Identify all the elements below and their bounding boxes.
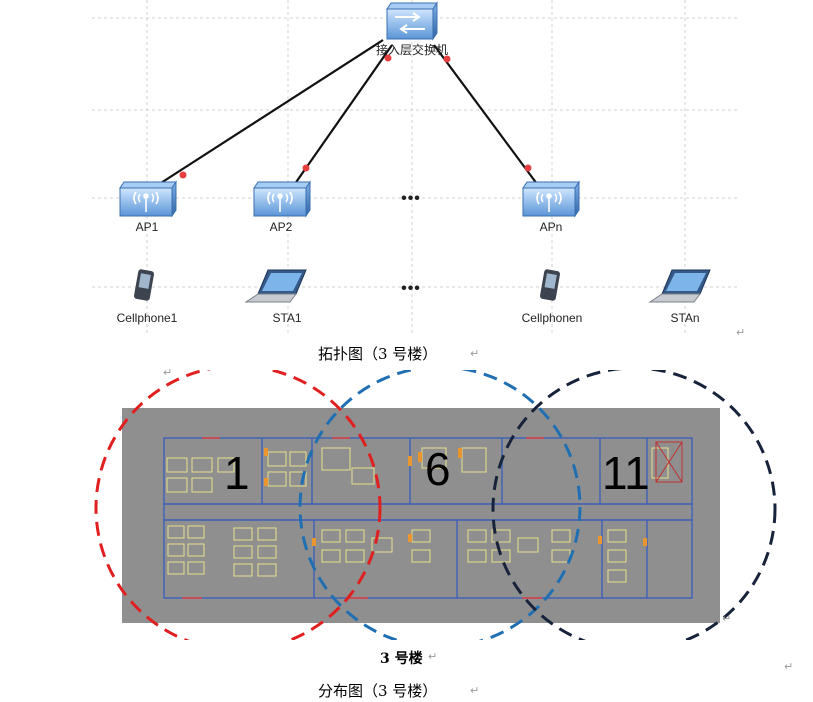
- para-mark: ↵: [736, 326, 746, 339]
- link-apn: [433, 44, 541, 189]
- client-cellphonen-label: Cellphonen: [521, 311, 583, 325]
- para-mark: ↵: [163, 366, 173, 379]
- ap2-label: AP2: [269, 220, 293, 234]
- para-mark: ↵: [784, 660, 794, 673]
- ellipsis-client: •••: [401, 280, 421, 297]
- grid: [92, 0, 737, 335]
- apn-label: APn: [539, 220, 563, 234]
- apn-icon[interactable]: [522, 180, 580, 218]
- client-sta1-label: STA1: [272, 311, 302, 325]
- floor-plan-image: [122, 408, 720, 623]
- client-stan-label: STAn: [670, 311, 700, 325]
- link-ap2: [291, 44, 393, 189]
- links: [149, 39, 541, 191]
- para-mark: ↵: [470, 684, 480, 697]
- client-cellphone1-label: Cellphone1: [116, 311, 178, 325]
- topology-caption: 拓扑图（3 号楼）: [318, 345, 438, 363]
- para-mark: ↵: [428, 650, 438, 663]
- para-mark: ↵: [722, 612, 732, 625]
- smartphone-icon[interactable]: [539, 269, 561, 301]
- channel-label-11: 11: [602, 447, 650, 499]
- smartphone-icon[interactable]: [133, 269, 155, 301]
- switch-icon[interactable]: [386, 1, 438, 41]
- channel-label-1: 1: [224, 447, 250, 499]
- para-mark: ↵: [470, 347, 480, 360]
- ellipsis-ap: •••: [401, 190, 421, 207]
- channel-label-6: 6: [425, 443, 451, 495]
- laptop-icon[interactable]: [244, 269, 307, 303]
- ap1-label: AP1: [135, 220, 159, 234]
- ap2-icon[interactable]: [253, 180, 311, 218]
- switch-label: 接入层交换机: [375, 43, 449, 57]
- laptop-icon[interactable]: [648, 269, 711, 303]
- distribution-caption: 分布图（3 号楼）: [318, 682, 438, 700]
- link-endpoints: [179, 54, 532, 179]
- topology-diagram: [92, 0, 737, 335]
- ap1-icon[interactable]: [119, 180, 177, 218]
- link-ap1: [149, 39, 384, 191]
- building-caption: 3 号楼: [380, 651, 423, 667]
